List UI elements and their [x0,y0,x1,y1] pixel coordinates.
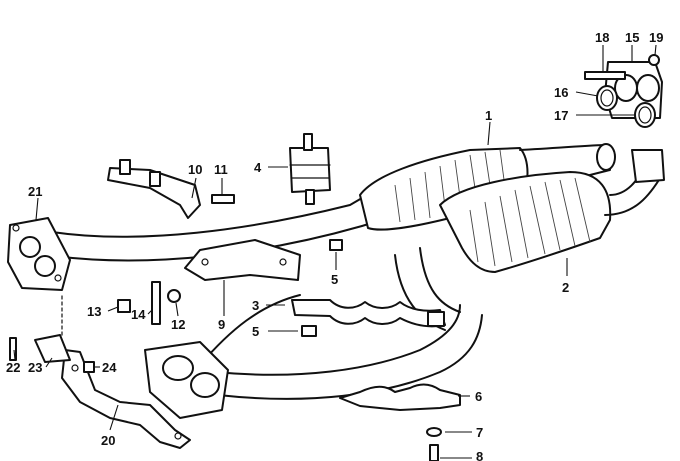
callout-16: 16 [554,85,568,100]
bolt-11 [211,194,235,204]
callout-22: 22 [6,360,20,375]
callout-24: 24 [102,360,117,375]
nut-12 [167,289,181,303]
rear-flange-parts [584,54,663,128]
callout-11: 11 [214,162,228,177]
callout-17: 17 [554,108,568,123]
callout-3: 3 [252,298,259,313]
callout-20: 20 [101,433,115,448]
callout-9: 9 [218,317,225,332]
nut-13 [117,299,131,313]
callout-10: 10 [188,162,202,177]
gasket-16 [596,85,618,111]
callout-8: 8 [476,449,483,461]
callout-4: 4 [254,160,262,175]
bolt-8 [429,444,439,461]
bolt-22 [9,337,17,361]
callout-12: 12 [171,317,185,332]
bolt-14 [151,281,161,325]
callout-15: 15 [625,30,639,45]
callout-21: 21 [28,184,42,199]
callout-19: 19 [649,30,663,45]
callout-7: 7 [476,425,483,440]
callout-18: 18 [595,30,609,45]
clamp-23 [34,334,71,363]
callout-labels: 1 2 3 4 5 5 6 7 8 9 10 11 12 13 14 15 16… [6,30,663,461]
fasteners [9,239,442,461]
bracket-6 [339,383,461,411]
bracket-9 [184,239,301,281]
leader-lines [13,44,657,459]
hanger-bracket-10 [107,159,235,219]
callout-5b: 5 [252,324,259,339]
bolt-18 [584,71,626,80]
callout-13: 13 [87,304,101,319]
callout-1: 1 [485,108,492,123]
rear-pipe-with-converter-2 [394,149,665,331]
rubber-mount-4 [289,133,331,205]
bracket-20 [61,349,191,449]
nut-5-lower [301,325,317,337]
front-flange-gasket-21 [7,217,71,291]
nut-19 [648,54,660,66]
nut-5-upper [329,239,343,251]
front-pipe-with-converter-1 [51,143,616,262]
nut-24 [83,361,95,373]
callout-14: 14 [131,307,146,322]
callout-2: 2 [562,280,569,295]
callout-6: 6 [475,389,482,404]
callout-5a: 5 [331,272,338,287]
callout-23: 23 [28,360,42,375]
washer-7 [426,427,442,437]
manifold-flange [144,341,229,419]
clamp-3 [291,299,446,328]
